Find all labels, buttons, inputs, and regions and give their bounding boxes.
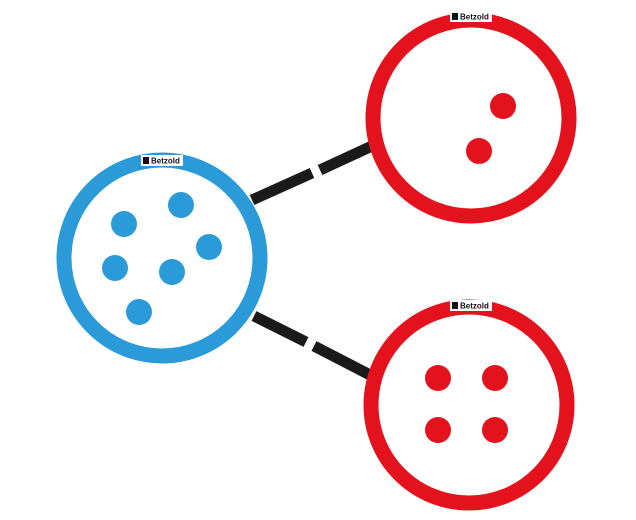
whole-dot xyxy=(102,255,128,281)
whole-dot xyxy=(196,234,222,260)
part-circle-bottom: Betzold xyxy=(363,299,575,511)
connector-bottom-segment-1 xyxy=(251,311,309,347)
part-dot xyxy=(466,138,492,164)
brand-logo-icon xyxy=(452,302,458,309)
part-bottom-dots xyxy=(425,365,508,443)
part-top-brand-tag: Betzold xyxy=(450,11,492,22)
whole-dot xyxy=(168,192,194,218)
connector-bottom xyxy=(251,311,375,381)
brand-logo-icon xyxy=(143,157,149,164)
part-top-dots xyxy=(466,93,516,164)
connector-top xyxy=(249,141,375,206)
part-circle-top: Betzold xyxy=(365,11,577,224)
connector-top-segment-1 xyxy=(249,167,315,206)
whole-circle-ring xyxy=(56,152,268,364)
part-circle-bottom-ring xyxy=(363,299,575,511)
part-dot xyxy=(482,365,508,391)
connector-bottom-segment-2 xyxy=(311,341,375,381)
brand-logo-icon xyxy=(452,13,458,20)
brand-label: Betzold xyxy=(460,13,489,22)
brand-tag-background xyxy=(141,155,183,166)
whole-dot xyxy=(159,259,185,285)
part-circle-top-ring xyxy=(365,12,577,224)
whole-dot xyxy=(111,211,137,237)
whole-dots xyxy=(102,192,222,325)
part-dot xyxy=(425,365,451,391)
part-dot xyxy=(425,417,451,443)
part-dot xyxy=(490,93,516,119)
brand-tag-background xyxy=(450,11,492,22)
brand-label: Betzold xyxy=(151,157,180,166)
whole-dot xyxy=(126,299,152,325)
whole-circle: Betzold xyxy=(56,152,268,364)
part-dot xyxy=(482,417,508,443)
brand-label: Betzold xyxy=(460,302,489,311)
part-bottom-brand-tag: Betzold xyxy=(450,300,492,311)
connector-top-segment-2 xyxy=(317,141,375,175)
whole-brand-tag: Betzold xyxy=(141,155,183,166)
brand-tag-background xyxy=(450,300,492,311)
